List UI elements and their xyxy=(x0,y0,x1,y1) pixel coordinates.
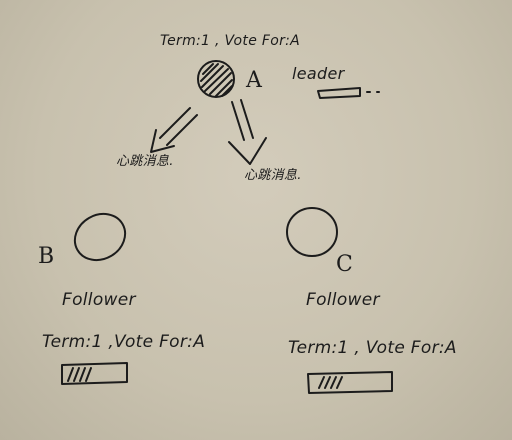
node-b-role: Follower xyxy=(62,290,136,310)
arrow-to-c xyxy=(228,99,267,165)
node-a-letter: A xyxy=(246,68,263,93)
leader-progress-bar xyxy=(317,87,380,99)
node-c-progress-bar xyxy=(307,371,393,394)
node-b-progress-bar xyxy=(61,362,128,385)
node-b-circle xyxy=(73,212,127,262)
node-b-letter: B xyxy=(38,244,55,269)
heartbeat-label-right: 心跳消息. xyxy=(244,168,302,183)
node-a-term-label: Term:1 , Vote For:A xyxy=(160,33,301,49)
node-c-role: Follower xyxy=(306,290,380,310)
node-c-circle xyxy=(286,207,338,257)
heartbeat-label-left: 心跳消息. xyxy=(116,154,174,169)
node-a-circle xyxy=(197,60,235,98)
node-c-letter: C xyxy=(336,252,354,277)
arrow-to-b xyxy=(150,107,198,153)
node-b-term-label: Term:1 ,Vote For:A xyxy=(42,332,206,352)
node-a-role: leader xyxy=(292,64,345,83)
node-c-term-label: Term:1 , Vote For:A xyxy=(288,338,457,358)
